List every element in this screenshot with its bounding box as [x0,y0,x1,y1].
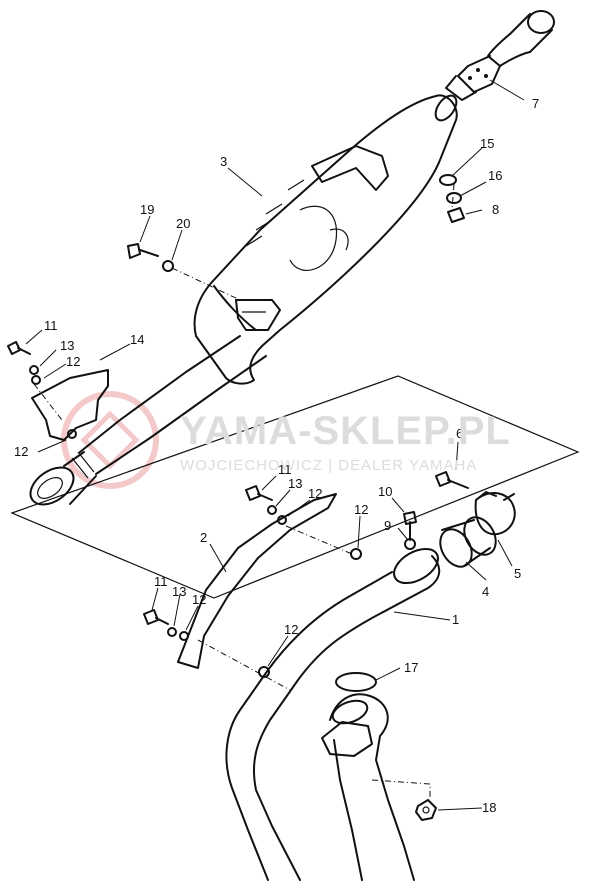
watermark-title: YAMA-SKLEP.PL [180,409,511,453]
callout-17: 17 [404,660,418,675]
callout-12-b: 12 [14,444,28,459]
bolt-11-low [143,609,169,625]
bolt-19 [127,243,159,259]
callout-5: 5 [514,566,521,581]
washer-12-mid [67,429,77,439]
washer-12-bottom [258,666,270,678]
callout-11-top: 11 [44,318,58,333]
muffler-pipe [29,335,267,506]
nut-18 [415,799,437,821]
sleeve-part [439,516,497,568]
heat-shield-part [31,369,109,441]
washer-12-mid2 [277,515,287,525]
callout-6: 6 [456,426,463,441]
callout-11-mid: 11 [278,462,292,477]
callout-9: 9 [384,518,391,533]
clamp-part [474,491,516,536]
washer-9 [404,538,416,550]
washer-20 [162,260,174,272]
callout-2: 2 [200,530,207,545]
washer-12-right [350,548,362,560]
callout-3: 3 [220,154,227,169]
washer-16 [446,192,462,204]
bracket-part [177,493,337,669]
callout-13-low: 13 [172,584,186,599]
callout-11-low: 11 [154,574,168,589]
washer-12-low [179,631,189,641]
watermark-subtitle: WOJCIECHOWICZ | DEALER YAMAHA [180,457,477,474]
bolt-8 [447,207,465,223]
washer-12-top [31,375,41,385]
callout-14: 14 [130,332,144,347]
callout-13-mid: 13 [288,476,302,491]
washer-13-low [167,627,177,637]
muffler-part [193,94,458,385]
callout-12-f: 12 [284,622,298,637]
callout-19: 19 [140,202,154,217]
callout-12-a: 12 [66,354,80,369]
bolt-10 [403,511,417,541]
callout-16: 16 [488,168,502,183]
callout-1: 1 [452,612,459,627]
callout-7: 7 [532,96,539,111]
leader-lines [25,79,525,811]
callout-18: 18 [482,800,496,815]
bolt-11-top [7,341,31,355]
callout-15: 15 [480,136,494,151]
callout-labels: 1 2 3 4 5 6 7 8 9 10 11 11 11 12 12 12 1… [14,96,539,815]
washer-13-mid [267,505,277,515]
gasket-part [335,672,377,692]
callout-13-top: 13 [60,338,74,353]
callout-4: 4 [482,584,489,599]
callout-12-d: 12 [354,502,368,517]
subassembly-outline [10,375,580,599]
exhaust-pipe-part [225,547,441,881]
spark-arrestor-part [445,10,555,101]
bolt-11-mid [245,485,273,501]
washer-15 [439,174,457,186]
callout-20: 20 [176,216,190,231]
callout-8: 8 [492,202,499,217]
washer-13-top [29,365,39,375]
watermark-logo [61,391,159,489]
callout-10: 10 [378,484,392,499]
callout-12-c: 12 [308,486,322,501]
bolt-6 [435,471,469,489]
callout-12-e: 12 [192,592,206,607]
